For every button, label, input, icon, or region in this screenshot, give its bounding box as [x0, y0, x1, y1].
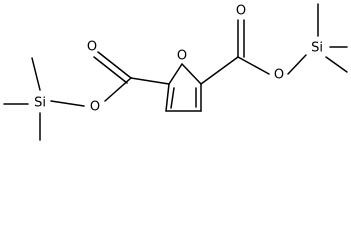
atom-label-ester-oxygen-left: O — [90, 100, 100, 115]
right-ester-group — [200, 19, 307, 85]
ring-bond-o-c5 — [181, 63, 202, 85]
bond-carbonyl-right-ester-o — [237, 56, 270, 75]
bond-carbonyl-left-double-b — [93, 56, 128, 84]
bond-si-right-methyl-down — [325, 56, 348, 73]
right-trimethylsilyl-group — [317, 3, 348, 73]
atom-label-ester-oxygen-right: O — [274, 68, 284, 83]
bond-ester-o-si-left — [50, 100, 85, 107]
left-ester-group — [50, 51, 170, 107]
ring-double-bond-inner-left — [170, 87, 175, 109]
bond-ester-o-si-right — [287, 54, 307, 75]
ring-bond-o-c2 — [168, 63, 183, 85]
atom-label-ring-oxygen: O — [177, 49, 187, 64]
furan-ring — [165, 63, 202, 112]
bond-c5-carbonyl-right — [200, 56, 239, 85]
atom-labels: O O O Si O O Si — [34, 4, 323, 115]
bond-carbonyl-left-double-a — [97, 51, 132, 79]
atom-label-silicon-right: Si — [311, 41, 323, 56]
atom-label-silicon-left: Si — [34, 96, 46, 111]
atom-label-carbonyl-oxygen-right: O — [236, 4, 246, 19]
ring-bond-c2-c3 — [165, 83, 170, 112]
bond-si-left-methyl-up — [31, 57, 41, 91]
bond-carbonyl-left-ester-o — [104, 77, 132, 102]
left-trimethylsilyl-group — [3, 57, 41, 141]
bond-c2-carbonyl-left — [130, 77, 170, 85]
atom-label-carbonyl-oxygen-left: O — [87, 40, 97, 55]
chemical-structure-diagram: O O O Si O O Si — [3, 3, 348, 141]
